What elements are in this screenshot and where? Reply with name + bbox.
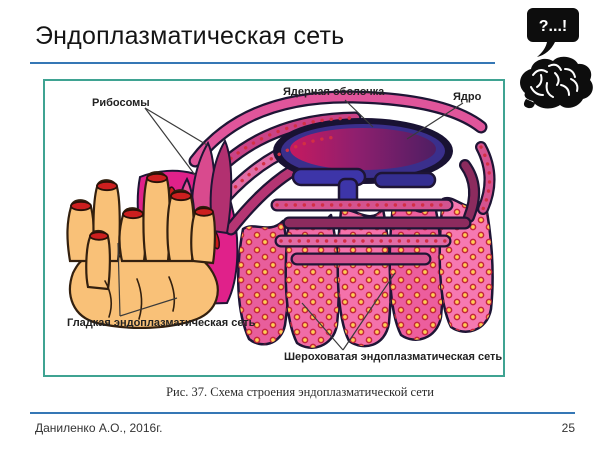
speech-bubble-shape — [527, 8, 579, 57]
title-divider — [30, 62, 495, 64]
label-smooth-er: Гладкая эндоплазматическая сеть — [67, 317, 256, 329]
figure-frame: Рибосомы Ядерная оболочка Ядро Гладкая э… — [43, 79, 505, 377]
footer-divider — [30, 412, 575, 414]
question-speech-bubble-icon: ?...! — [521, 5, 583, 59]
er-diagram-illustration — [66, 81, 503, 351]
page-title: Эндоплазматическая сеть — [35, 22, 345, 50]
brain-icon — [511, 53, 597, 117]
figure-caption: Рис. 37. Схема строения эндоплазматическ… — [166, 385, 434, 399]
smooth-er-tubules — [66, 171, 219, 329]
footer-author: Даниленко А.О., 2016г. — [35, 421, 163, 435]
label-nucleus: Ядро — [453, 91, 482, 103]
label-nuclear-envelope: Ядерная оболочка — [283, 86, 385, 98]
label-ribosomes: Рибосомы — [92, 97, 150, 109]
label-rough-er: Шероховатая эндоплазматическая сеть — [284, 351, 503, 363]
speech-bubble-text: ?...! — [539, 18, 567, 35]
leader-lines — [117, 99, 464, 351]
page-number: 25 — [561, 421, 575, 435]
